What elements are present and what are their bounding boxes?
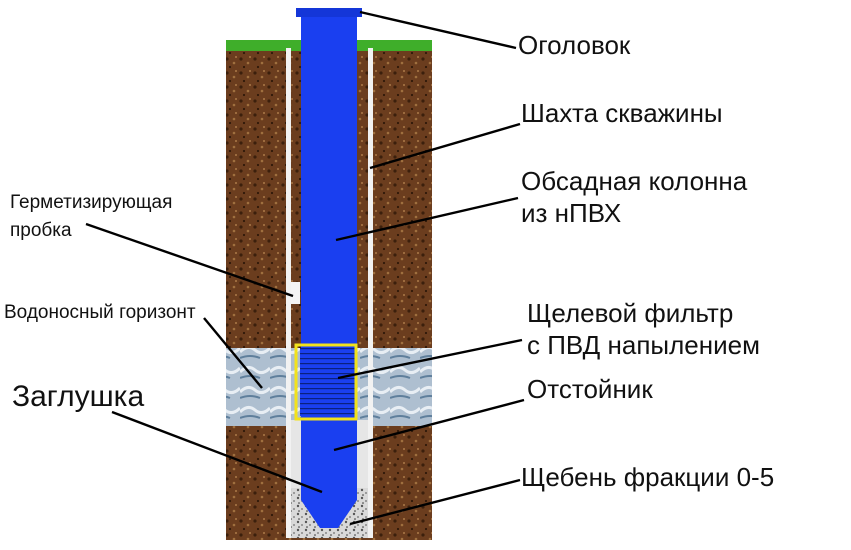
label-gravel: Щебень фракции 0-5 <box>521 462 774 492</box>
leader-sump <box>333 398 525 452</box>
label-filter-1: Щелевой фильтр <box>527 298 733 328</box>
leader-lines <box>85 10 525 526</box>
casing-column <box>294 8 362 528</box>
sealing-plug <box>291 282 300 304</box>
well-head <box>296 8 362 17</box>
label-casing-2: из нПВХ <box>521 198 621 228</box>
label-plug: Заглушка <box>12 380 144 413</box>
label-seal-1: Герметизирующая <box>10 192 172 213</box>
leader-aquifer <box>203 317 263 389</box>
label-aquifer: Водоносный горизонт <box>4 302 196 323</box>
filter-frame <box>294 343 358 421</box>
label-seal-2: пробка <box>10 220 72 241</box>
leader-shaft <box>369 122 521 170</box>
label-shaft: Шахта скважины <box>521 98 723 128</box>
label-casing-1: Обсадная колонна <box>521 166 748 196</box>
end-cap <box>301 482 357 528</box>
labels: Оголовок Шахта скважины Обсадная колонна… <box>4 30 774 492</box>
label-head: Оголовок <box>518 30 631 60</box>
leader-casing <box>335 196 519 242</box>
shaft-wall-right <box>368 48 373 538</box>
leader-filter <box>337 338 523 380</box>
slot-filter <box>300 348 356 416</box>
leader-plug <box>111 410 323 494</box>
leader-gravel <box>349 478 521 526</box>
label-filter-2: с ПВД напылением <box>527 330 760 360</box>
leader-seal <box>85 222 294 298</box>
label-sump: Отстойник <box>527 374 653 404</box>
leader-head <box>359 10 517 50</box>
shaft-wall-left <box>286 48 291 538</box>
